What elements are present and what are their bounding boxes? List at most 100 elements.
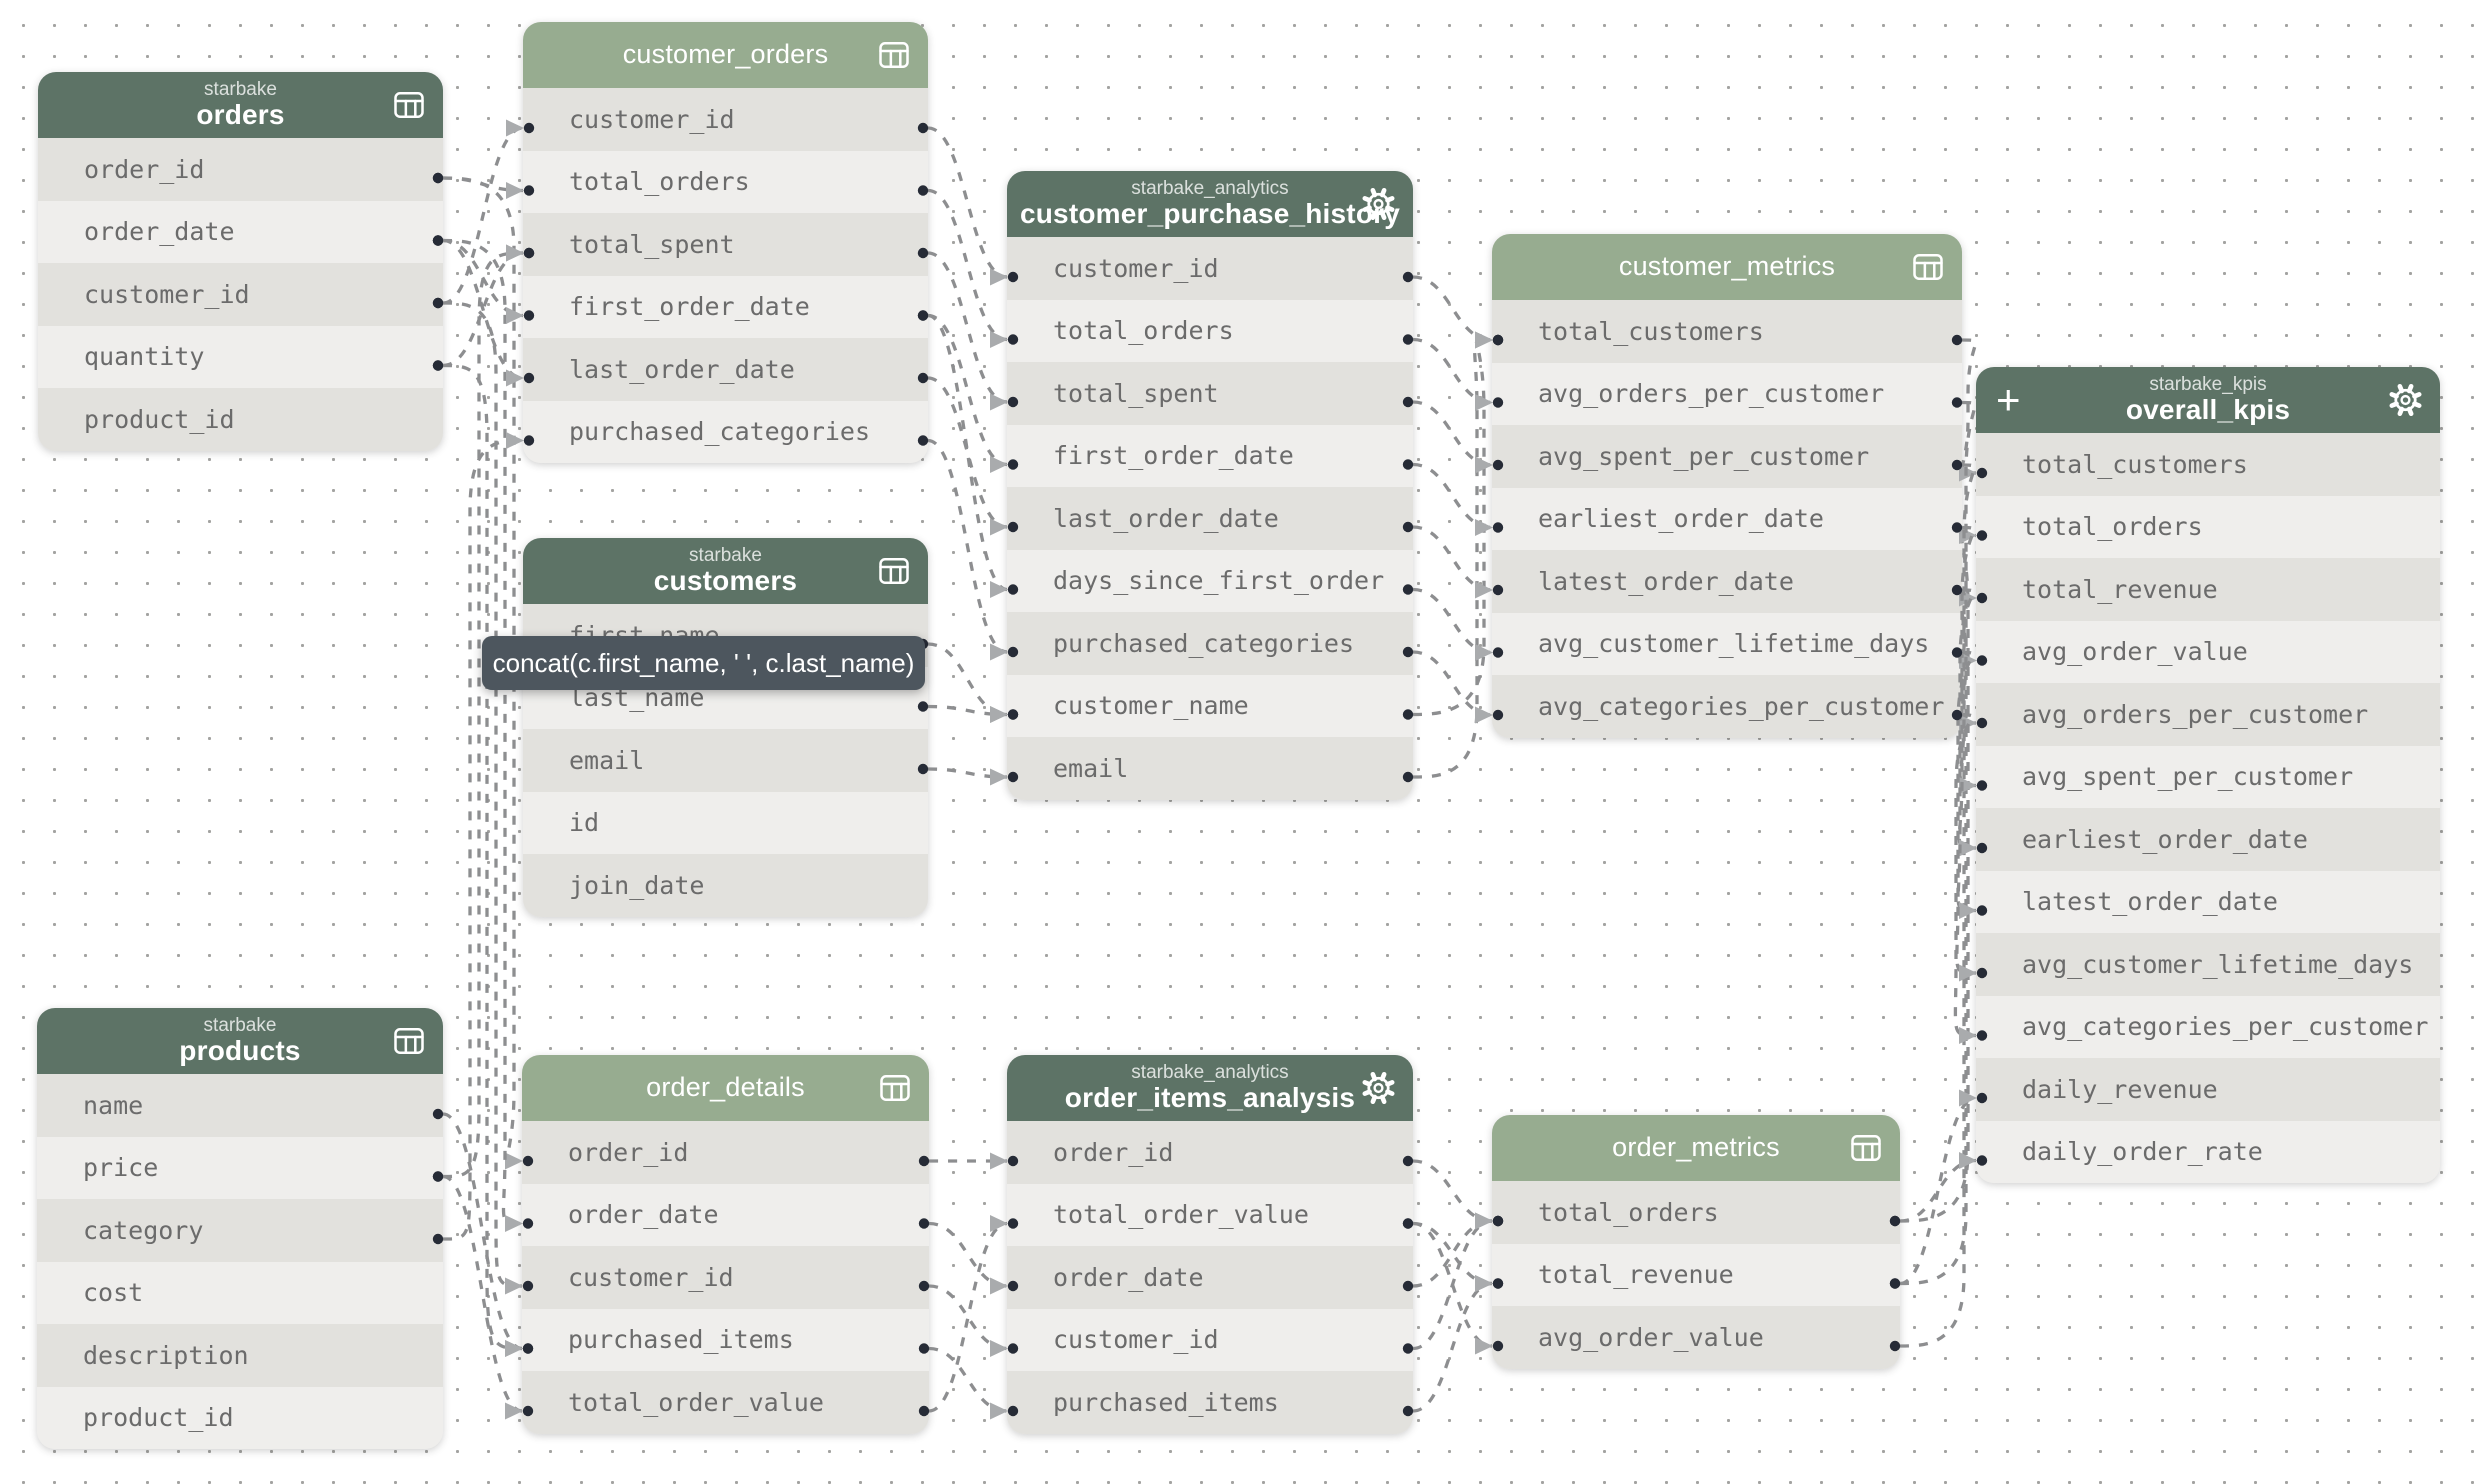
column-row-customers-join_date[interactable]: join_date <box>523 854 928 917</box>
column-name: avg_customer_lifetime_days <box>2022 949 2414 979</box>
column-row-customer_metrics-avg_categories_per_customer[interactable]: avg_categories_per_customer <box>1492 675 1962 738</box>
column-row-customer_metrics-avg_customer_lifetime_days[interactable]: avg_customer_lifetime_days <box>1492 612 1962 675</box>
column-row-order_items_analysis-total_order_value[interactable]: total_order_value <box>1007 1183 1413 1246</box>
column-row-order_items_analysis-order_date[interactable]: order_date <box>1007 1246 1413 1309</box>
column-row-customers-id[interactable]: id <box>523 791 928 854</box>
column-row-products-category[interactable]: category <box>37 1199 443 1262</box>
column-row-products-description[interactable]: description <box>37 1324 443 1387</box>
gear-icon[interactable] <box>1360 1070 1397 1107</box>
table-title: order_items_analysis <box>1064 1082 1356 1114</box>
column-row-customer_purchase_history-customer_id[interactable]: customer_id <box>1007 237 1413 300</box>
column-row-customer_metrics-latest_order_date[interactable]: latest_order_date <box>1492 550 1962 613</box>
column-row-order_details-order_id[interactable]: order_id <box>522 1121 929 1184</box>
column-row-customer_purchase_history-first_order_date[interactable]: first_order_date <box>1007 424 1413 487</box>
column-row-overall_kpis-avg_categories_per_customer[interactable]: avg_categories_per_customer <box>1976 995 2440 1058</box>
column-row-customer_purchase_history-total_orders[interactable]: total_orders <box>1007 299 1413 362</box>
column-row-order_details-total_order_value[interactable]: total_order_value <box>522 1371 929 1434</box>
column-row-customer_orders-total_spent[interactable]: total_spent <box>523 213 928 276</box>
column-row-order_metrics-total_orders[interactable]: total_orders <box>1492 1181 1900 1244</box>
table-node-customers[interactable]: starbakecustomersfirst_namelast_nameemai… <box>523 538 928 917</box>
schema-label: starbake <box>689 544 762 566</box>
table-header-customer_metrics[interactable]: customer_metrics <box>1492 234 1962 300</box>
column-row-order_items_analysis-order_id[interactable]: order_id <box>1007 1121 1413 1184</box>
column-row-products-cost[interactable]: cost <box>37 1261 443 1324</box>
column-row-overall_kpis-total_revenue[interactable]: total_revenue <box>1976 558 2440 621</box>
table-icon[interactable] <box>877 1070 913 1106</box>
table-header-order_details[interactable]: order_details <box>522 1055 929 1121</box>
column-row-customer_metrics-avg_orders_per_customer[interactable]: avg_orders_per_customer <box>1492 362 1962 425</box>
column-row-overall_kpis-avg_customer_lifetime_days[interactable]: avg_customer_lifetime_days <box>1976 933 2440 996</box>
table-header-order_metrics[interactable]: order_metrics <box>1492 1115 1900 1181</box>
plus-icon[interactable]: + <box>1996 376 2021 423</box>
column-row-customer_purchase_history-last_order_date[interactable]: last_order_date <box>1007 487 1413 550</box>
column-row-customers-email[interactable]: email <box>523 729 928 792</box>
column-row-overall_kpis-earliest_order_date[interactable]: earliest_order_date <box>1976 808 2440 871</box>
column-row-orders-customer_id[interactable]: customer_id <box>38 263 443 326</box>
table-icon[interactable] <box>391 87 427 123</box>
column-row-overall_kpis-daily_order_rate[interactable]: daily_order_rate <box>1976 1120 2440 1183</box>
column-row-overall_kpis-daily_revenue[interactable]: daily_revenue <box>1976 1058 2440 1121</box>
column-row-customer_orders-purchased_categories[interactable]: purchased_categories <box>523 400 928 463</box>
table-icon[interactable] <box>876 553 912 589</box>
column-row-order_items_analysis-purchased_items[interactable]: purchased_items <box>1007 1371 1413 1434</box>
table-icon[interactable] <box>1910 249 1946 285</box>
column-name: days_since_first_order <box>1053 566 1385 596</box>
column-row-overall_kpis-avg_orders_per_customer[interactable]: avg_orders_per_customer <box>1976 683 2440 746</box>
column-name: customer_name <box>1053 691 1249 721</box>
column-name: cost <box>83 1278 144 1308</box>
table-header-customer_orders[interactable]: customer_orders <box>523 22 928 88</box>
column-row-order_items_analysis-customer_id[interactable]: customer_id <box>1007 1308 1413 1371</box>
column-row-customer_orders-total_orders[interactable]: total_orders <box>523 150 928 213</box>
column-row-orders-product_id[interactable]: product_id <box>38 388 443 451</box>
column-row-order_details-purchased_items[interactable]: purchased_items <box>522 1308 929 1371</box>
column-row-customer_orders-customer_id[interactable]: customer_id <box>523 88 928 151</box>
table-icon[interactable] <box>876 37 912 73</box>
column-row-products-price[interactable]: price <box>37 1136 443 1199</box>
column-row-order_details-customer_id[interactable]: customer_id <box>522 1246 929 1309</box>
column-row-customer_purchase_history-days_since_first_order[interactable]: days_since_first_order <box>1007 549 1413 612</box>
table-icon[interactable] <box>391 1023 427 1059</box>
column-row-customer_purchase_history-purchased_categories[interactable]: purchased_categories <box>1007 612 1413 675</box>
column-row-orders-order_id[interactable]: order_id <box>38 138 443 201</box>
column-row-customer_metrics-earliest_order_date[interactable]: earliest_order_date <box>1492 487 1962 550</box>
column-row-products-name[interactable]: name <box>37 1074 443 1137</box>
column-row-products-product_id[interactable]: product_id <box>37 1386 443 1449</box>
gear-icon[interactable] <box>1360 186 1397 223</box>
column-row-customer_purchase_history-total_spent[interactable]: total_spent <box>1007 362 1413 425</box>
column-row-overall_kpis-avg_spent_per_customer[interactable]: avg_spent_per_customer <box>1976 745 2440 808</box>
schema-label: starbake <box>204 78 277 100</box>
column-row-overall_kpis-total_orders[interactable]: total_orders <box>1976 495 2440 558</box>
column-row-customer_orders-last_order_date[interactable]: last_order_date <box>523 338 928 401</box>
column-row-customer_purchase_history-customer_name[interactable]: customer_name <box>1007 674 1413 737</box>
table-icon[interactable] <box>1848 1130 1884 1166</box>
column-row-overall_kpis-avg_order_value[interactable]: avg_order_value <box>1976 620 2440 683</box>
column-row-customer_purchase_history-email[interactable]: email <box>1007 737 1413 800</box>
column-row-orders-order_date[interactable]: order_date <box>38 200 443 263</box>
gear-icon[interactable] <box>2387 382 2424 419</box>
column-row-overall_kpis-latest_order_date[interactable]: latest_order_date <box>1976 870 2440 933</box>
column-row-order_details-order_date[interactable]: order_date <box>522 1183 929 1246</box>
column-row-orders-quantity[interactable]: quantity <box>38 325 443 388</box>
column-row-customer_metrics-total_customers[interactable]: total_customers <box>1492 300 1962 363</box>
column-row-order_metrics-total_revenue[interactable]: total_revenue <box>1492 1243 1900 1306</box>
column-row-overall_kpis-total_customers[interactable]: total_customers <box>1976 433 2440 496</box>
column-row-customer_orders-first_order_date[interactable]: first_order_date <box>523 275 928 338</box>
column-row-order_metrics-avg_order_value[interactable]: avg_order_value <box>1492 1306 1900 1369</box>
column-row-customer_metrics-avg_spent_per_customer[interactable]: avg_spent_per_customer <box>1492 425 1962 488</box>
